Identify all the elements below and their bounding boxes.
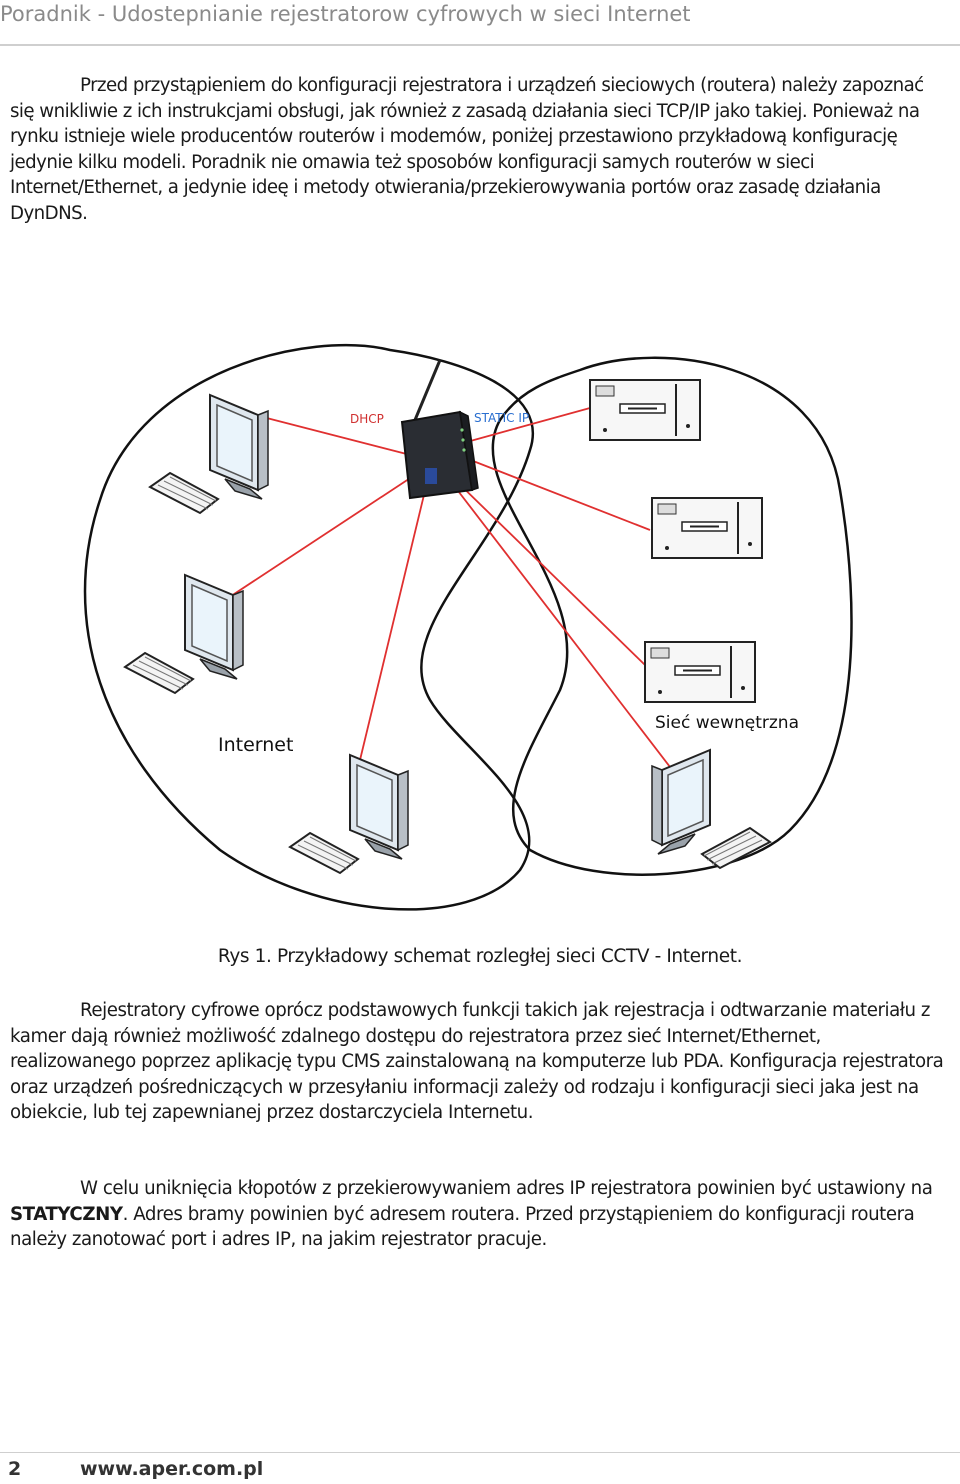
dvr-recorder-icon [651, 497, 763, 559]
computer-icon [651, 749, 771, 869]
header-title: Poradnik - Udostepnianie rejestratorow c… [0, 2, 691, 26]
intro-text: Przed przystąpieniem do konfiguracji rej… [10, 75, 924, 224]
page-number: 2 [8, 1458, 22, 1480]
link-router-pc3 [359, 469, 431, 761]
figure-caption: Rys 1. Przykładowy schemat rozległej sie… [217, 946, 743, 967]
link-router-pc4 [441, 469, 681, 781]
static-ip-label: STATIC IP [474, 411, 529, 425]
dvr-recorder-icon [644, 641, 756, 703]
body-text-3b: . Adres bramy powinien być adresem route… [10, 1203, 915, 1251]
link-router-dvr2 [449, 451, 651, 531]
link-router-pc1 [254, 414, 431, 461]
dhcp-label: DHCP [350, 412, 384, 426]
website-link[interactable]: www.aper.com.pl [80, 1458, 264, 1480]
page-header: Poradnik - Udostepnianie rejestratorow c… [0, 0, 960, 46]
internet-label: Internet [218, 734, 293, 756]
computer-icon [124, 574, 244, 694]
body-paragraph-2: Rejestratory cyfrowe oprócz podstawowych… [10, 998, 945, 1126]
internal-zone-boundary [491, 356, 853, 876]
internet-zone-boundary [83, 343, 534, 911]
header-divider [0, 44, 960, 46]
internal-network-label: Sieć wewnętrzna [655, 713, 799, 733]
static-emphasis: STATYCZNY [10, 1203, 123, 1225]
computer-icon [149, 394, 269, 514]
computer-icon [289, 754, 409, 874]
body-text-2: Rejestratory cyfrowe oprócz podstawowych… [10, 1000, 944, 1123]
network-diagram: DHCP STATIC IP Internet Sieć wewnętrzna [83, 343, 853, 911]
intro-paragraph: Przed przystąpieniem do konfiguracji rej… [10, 73, 945, 226]
router-icon [400, 359, 479, 500]
body-text-3a: W celu uniknięcia kłopotów z przekierowy… [80, 1178, 933, 1199]
dvr-recorder-icon [589, 379, 701, 441]
link-router-dvr3 [444, 469, 646, 666]
link-router-pc2 [224, 464, 431, 601]
footer-divider [0, 1452, 960, 1453]
body-paragraph-3: W celu uniknięcia kłopotów z przekierowy… [10, 1176, 945, 1253]
